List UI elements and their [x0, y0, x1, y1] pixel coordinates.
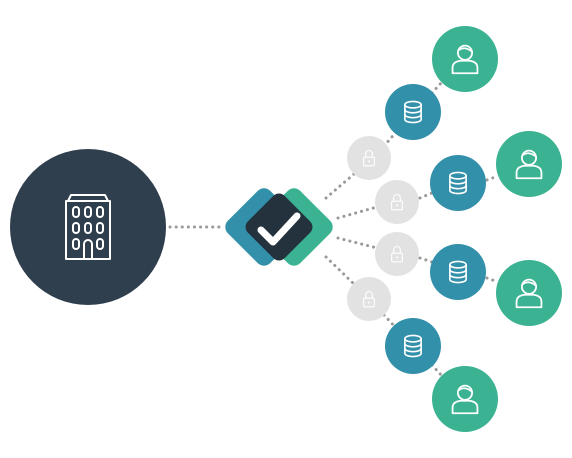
connector-hub-lock-2: [336, 205, 379, 220]
building-circle: [10, 149, 166, 305]
connector-hub-lock-4: [324, 255, 356, 286]
lock-nodes: [347, 136, 419, 321]
building-node: [10, 149, 166, 305]
checkmark-icon: [257, 212, 301, 246]
connector-db-user-1: [430, 80, 444, 95]
lock-node: [375, 180, 419, 224]
user-node: [432, 366, 498, 432]
database-node: [385, 318, 441, 374]
hub-diamond-front: [245, 193, 313, 261]
user-node: [496, 131, 562, 197]
lock-node: [347, 277, 391, 321]
connectors: [168, 80, 500, 378]
lock-circle: [375, 232, 419, 276]
database-node: [385, 84, 441, 140]
user-node: [496, 260, 562, 326]
user-nodes: [432, 26, 562, 432]
connector-hub-lock-1: [324, 172, 356, 200]
lock-circle: [375, 180, 419, 224]
lock-node: [347, 136, 391, 180]
connector-db-user-3: [485, 276, 500, 284]
database-node: [430, 155, 486, 211]
connector-lock-db-2: [418, 191, 434, 200]
database-node: [430, 244, 486, 300]
lock-node: [375, 232, 419, 276]
database-nodes: [385, 84, 486, 374]
connector-db-user-2: [485, 174, 500, 182]
lock-circle: [347, 277, 391, 321]
connector-db-user-4: [430, 363, 444, 378]
hub-node: [225, 188, 333, 266]
user-node: [432, 26, 498, 92]
lock-circle: [347, 136, 391, 180]
connector-lock-db-3: [418, 256, 434, 264]
connector-hub-lock-3: [336, 236, 379, 250]
